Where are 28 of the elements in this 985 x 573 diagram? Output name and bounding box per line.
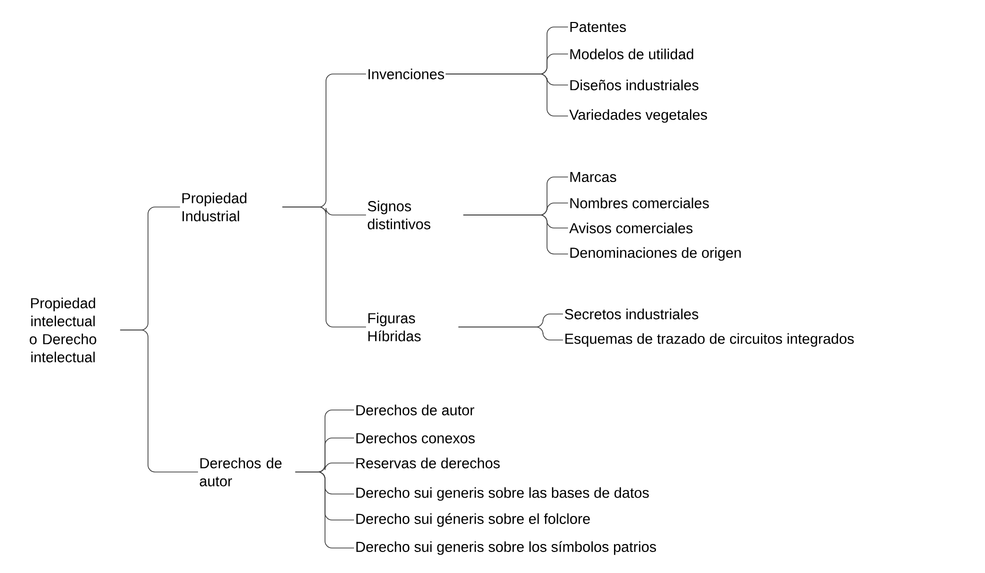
brace-line [282,206,366,328]
category-label: Derechos de autor [200,458,282,486]
brace-line [120,330,198,472]
item-label: Modelos de utilidad [570,48,694,60]
category-label: Invenciones [368,68,444,80]
item-label: Derechos de autor [356,404,474,416]
brace-line [458,326,564,340]
item-label: Reservas de derechos [356,458,500,468]
item-label: Derechos conexos [356,432,475,444]
item-label: Diseños industriales [570,80,698,90]
item-label: Derecho sui generis sobre las bases de datos [356,487,649,501]
category-label: Figuras Híbridas [368,312,421,342]
item-label: Esquemas de trazado de circuitos integrados [565,333,854,347]
item-label: Patentes [570,22,626,32]
item-label: Derecho sui generis sobre los símbolos patrios [356,541,656,555]
item-label: Nombres comerciales [570,198,709,208]
category-label: Signos distintivos [368,200,430,230]
brace-line [445,74,568,116]
category-label: Propiedad intelectual o Derecho intelectual [30,298,96,362]
item-label: Avisos comerciales [569,222,692,234]
item-label: Derecho sui géneris sobre el folclore [356,513,590,527]
brace-line [295,472,354,548]
brace-line [463,214,568,254]
item-label: Marcas [570,172,616,182]
item-label: Variedades vegetales [569,109,708,123]
item-label: Secretos industriales [564,308,698,320]
category-label: Propiedad Industrial [182,192,246,222]
item-label: Denominaciones de origen [570,247,741,261]
